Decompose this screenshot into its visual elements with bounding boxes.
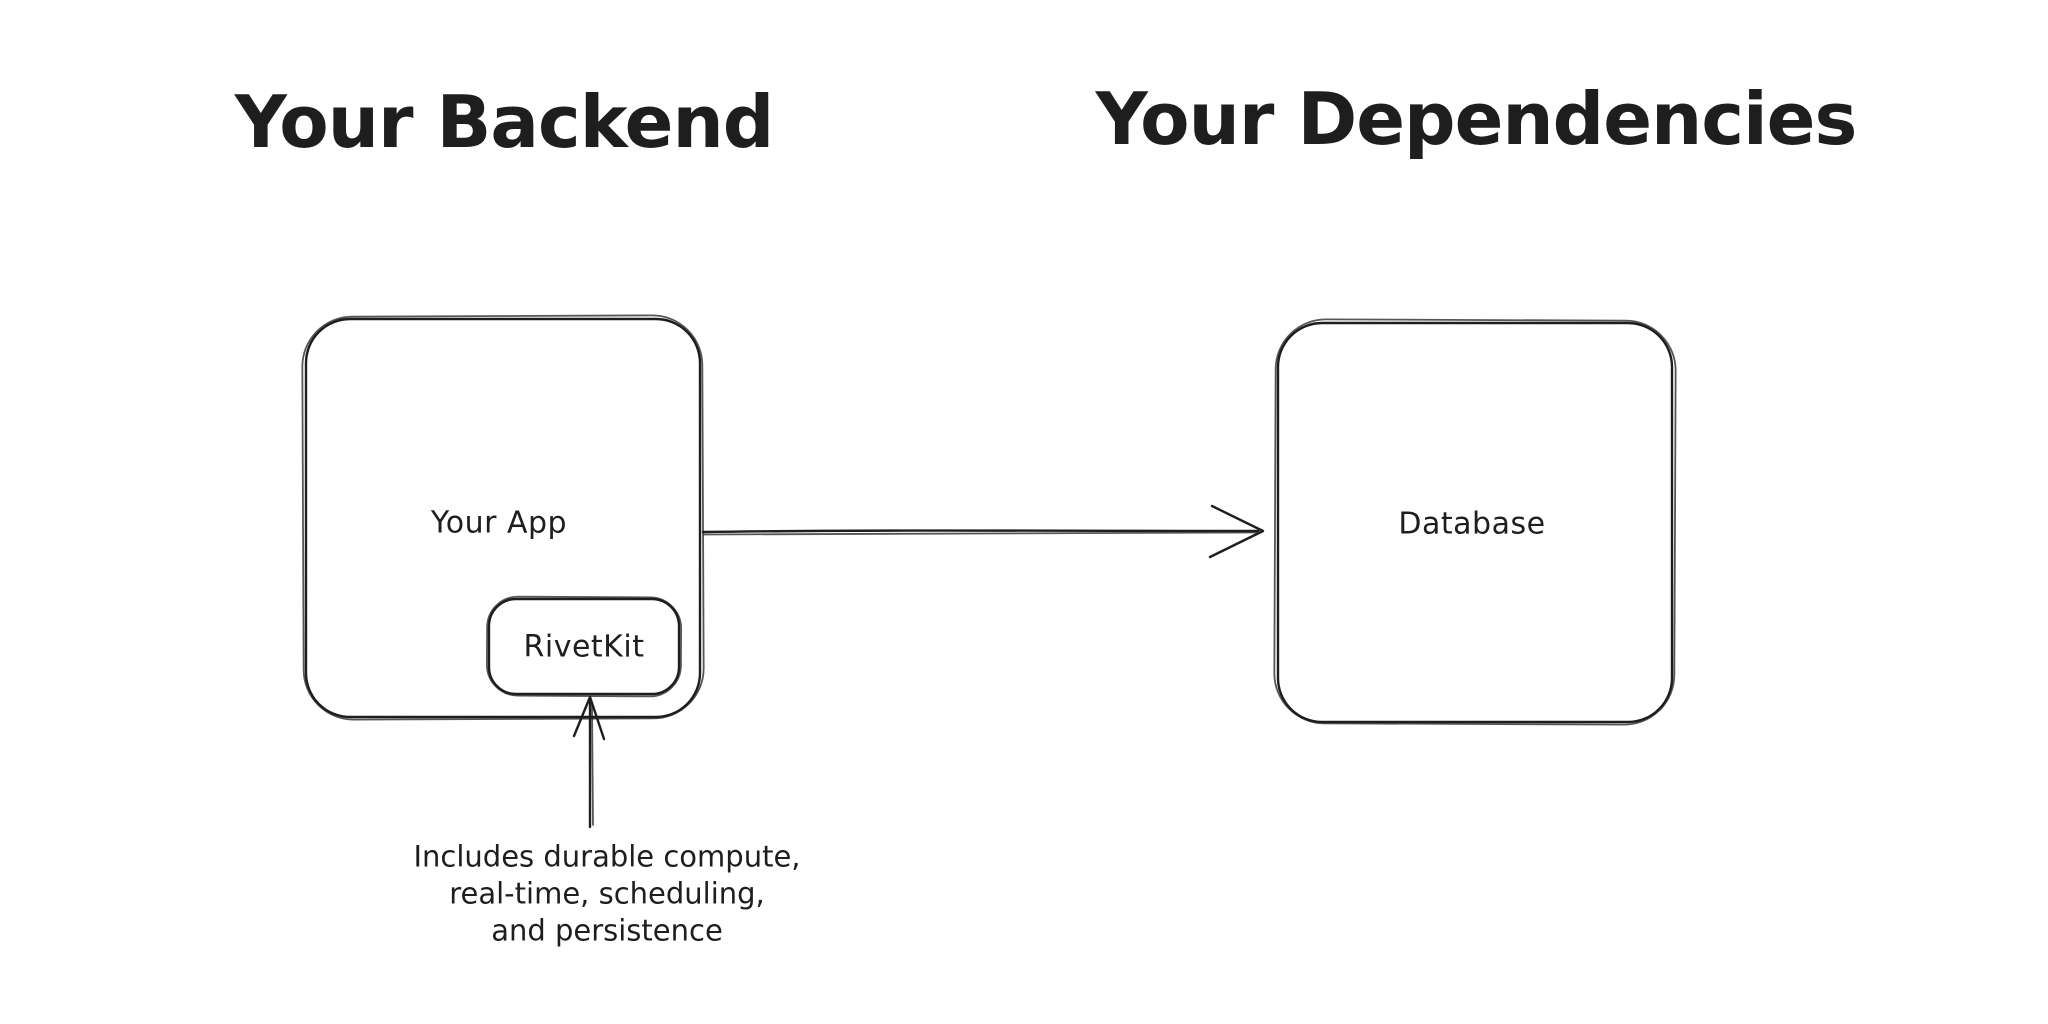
rivetkit-box	[485, 595, 683, 698]
rivetkit-label: RivetKit	[523, 629, 645, 665]
database-label: Database	[1398, 506, 1546, 542]
annotation-to-rivetkit-arrowhead	[572, 695, 606, 741]
your-app-label: Your App	[430, 505, 568, 541]
app-to-database-arrow	[701, 504, 1265, 559]
rivetkit-box-outline-ghost	[485, 595, 683, 698]
your-app-box-outline-ghost	[301, 314, 705, 721]
backend-section-title: Your Backend	[234, 80, 775, 164]
your-app-box-outline	[304, 317, 702, 719]
your-app-box	[301, 314, 705, 721]
app-to-database-arrowhead	[1208, 504, 1265, 559]
rivetkit-annotation: Includes durable compute, real-time, sch…	[413, 839, 800, 950]
app-to-database-arrow-shaft-ghost	[703, 531, 1257, 536]
annotation-to-rivetkit-arrow	[572, 695, 606, 829]
database-box	[1273, 318, 1677, 726]
database-box-outline-ghost	[1273, 318, 1677, 726]
app-to-database-arrow-shaft	[701, 529, 1260, 534]
rivetkit-box-outline	[487, 597, 681, 696]
rivetkit-annotation-line-3: and persistence	[491, 913, 723, 948]
annotation-to-rivetkit-arrow-shaft-ghost	[591, 703, 594, 826]
rivetkit-annotation-line-1: Includes durable compute,	[413, 839, 801, 874]
rivetkit-annotation-line-2: real-time, scheduling,	[449, 876, 765, 911]
database-box-outline	[1276, 321, 1674, 724]
dependencies-section-title: Your Dependencies	[1095, 77, 1858, 161]
